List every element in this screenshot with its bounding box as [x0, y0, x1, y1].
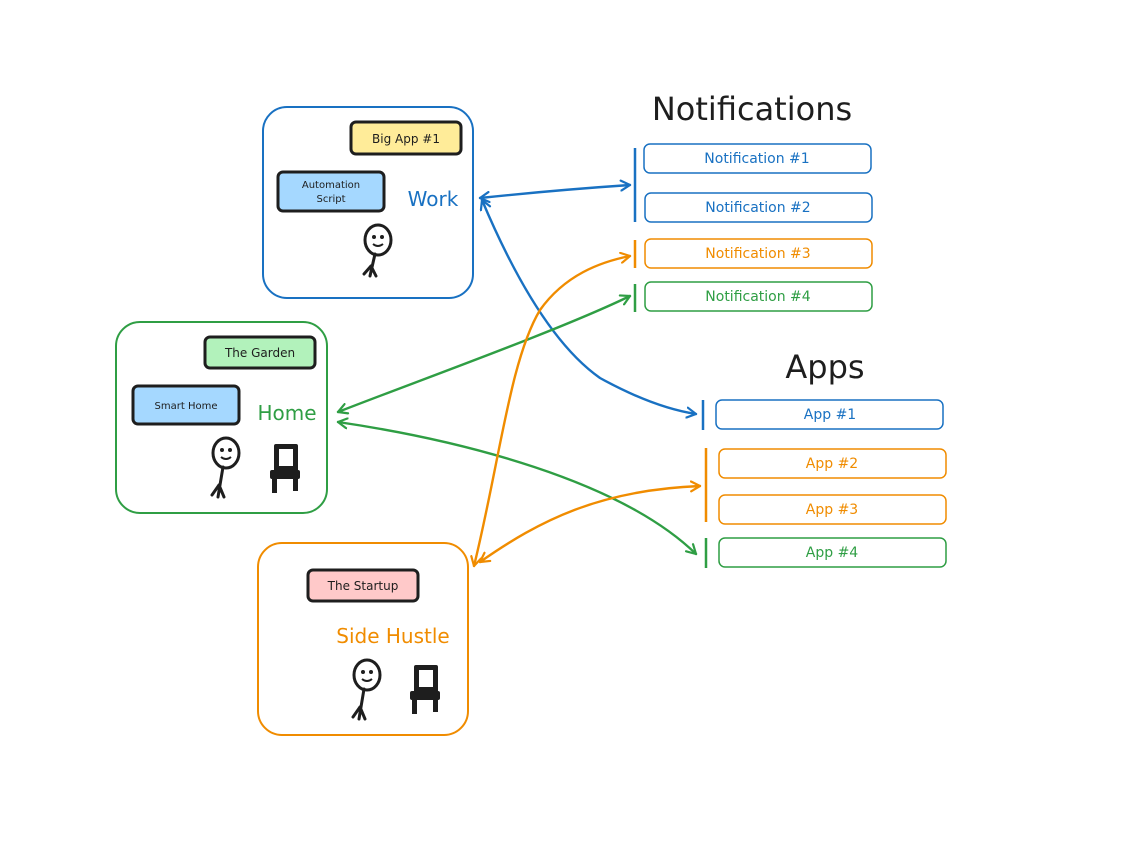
- app-item-label: App #3: [806, 502, 858, 518]
- home-label: Home: [257, 401, 316, 425]
- connectors: [336, 185, 702, 568]
- apps-list: App #1 App #2 App #3 App #4: [701, 399, 947, 568]
- notifications-heading: Notifications: [652, 90, 852, 128]
- side-hustle-context: The Startup Side Hustle: [257, 542, 469, 736]
- chair-icon: [270, 444, 300, 493]
- arrow-home-notification4: [336, 296, 632, 412]
- arrow-home-app4: [336, 422, 698, 556]
- arrow-work-notifications: [478, 185, 632, 198]
- notification-item-label: Notification #1: [704, 151, 809, 167]
- chair-icon: [410, 665, 440, 714]
- the-startup-chip: [306, 568, 420, 603]
- app-item[interactable]: [718, 537, 947, 568]
- script-chip-label: Script: [316, 194, 345, 205]
- app-item-label: App #1: [804, 407, 856, 423]
- stick-figure-icon: [351, 658, 382, 721]
- big-app-chip-label: Big App #1: [372, 132, 440, 146]
- automation-chip-label: Automation: [302, 180, 360, 191]
- arrow-sidehustle-apps: [478, 486, 702, 564]
- apps-heading: Apps: [785, 348, 864, 386]
- stick-figure-icon: [210, 436, 241, 499]
- home-context: The Garden Smart Home Home: [115, 321, 328, 514]
- notification-item[interactable]: [643, 143, 872, 174]
- stick-figure-icon: [362, 223, 393, 278]
- notification-item-label: Notification #4: [705, 289, 811, 305]
- smart-home-chip-label: Smart Home: [155, 401, 218, 412]
- work-context: Big App #1 Automation Script Work: [262, 106, 474, 299]
- big-app-chip: [349, 120, 463, 156]
- notifications-list: Notification #1 Notification #2 Notifica…: [633, 143, 873, 312]
- automation-script-chip: [276, 170, 386, 213]
- smart-home-chip: [131, 384, 241, 426]
- home-frame: [115, 321, 328, 514]
- notification-item-label: Notification #3: [705, 246, 810, 262]
- notification-item-label: Notification #2: [705, 200, 810, 216]
- the-garden-chip: [203, 335, 317, 370]
- side-hustle-label: Side Hustle: [336, 624, 449, 648]
- the-garden-chip-label: The Garden: [224, 346, 295, 360]
- app-item[interactable]: [718, 448, 947, 479]
- app-item[interactable]: [715, 399, 944, 430]
- the-startup-chip-label: The Startup: [327, 579, 399, 593]
- app-item-label: App #2: [806, 456, 858, 472]
- app-item-label: App #4: [806, 545, 859, 561]
- work-label: Work: [408, 187, 459, 211]
- app-item[interactable]: [718, 494, 947, 525]
